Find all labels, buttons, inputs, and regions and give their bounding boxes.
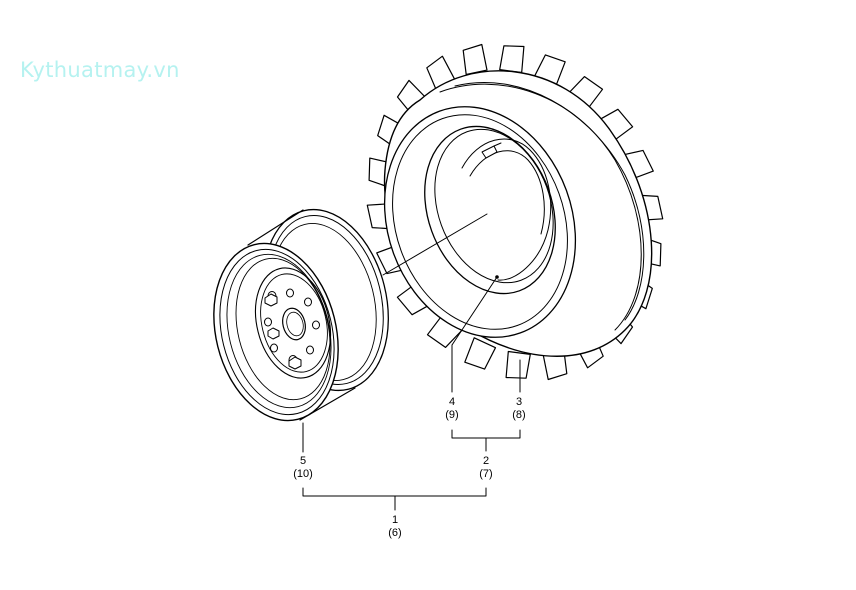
rim-barrel-top [247,209,304,246]
hub-hole-inner [286,311,304,337]
callout-5-number: 5 [299,455,307,467]
watermark: Kythuatmay.vn [20,58,180,82]
callout-1-number: 1 [391,514,399,526]
valve-stem [481,142,502,159]
callout-1: 1 (6) [375,514,415,540]
tread-lug [505,350,531,379]
callout-3-number: 3 [515,396,523,408]
tire-bead-outer [424,125,556,295]
wheel-disc-ring [260,273,328,373]
rim-front-ring-3 [235,257,331,401]
callout-2-alt: (7) [479,468,493,480]
tire-bead-inner [434,128,554,284]
tire-crown-line [439,83,642,331]
callout-2: 2 (7) [466,455,506,481]
tread-lug [462,43,488,76]
tread-lug [464,337,497,370]
inner-tube-edge [461,138,552,281]
rim-front-ring-2 [226,253,332,409]
tire-drawing [366,43,664,381]
tire-sidewall-ring [392,114,568,330]
callout-1-alt: (6) [388,527,402,539]
callout-4-number: 4 [448,396,456,408]
callout-4: 4 (9) [432,396,472,422]
hub-hole [282,307,306,341]
callout-3: 3 (8) [499,396,539,422]
wheel-bolts [264,293,302,370]
wheel-disc [254,267,332,379]
callout-5: 5 (10) [283,455,323,481]
rim-front-ring-1 [219,248,335,416]
wheel-rim-drawing [213,208,389,422]
tread-lug [499,45,525,74]
callout-2-number: 2 [482,455,490,467]
tire-sidewall-outer [383,106,577,338]
callout-3-alt: (8) [512,409,526,421]
callout-5-alt: (10) [293,468,313,480]
callout-4-alt: (9) [445,409,459,421]
tire-crown-line-2 [454,82,645,321]
leader-lines [302,213,521,511]
